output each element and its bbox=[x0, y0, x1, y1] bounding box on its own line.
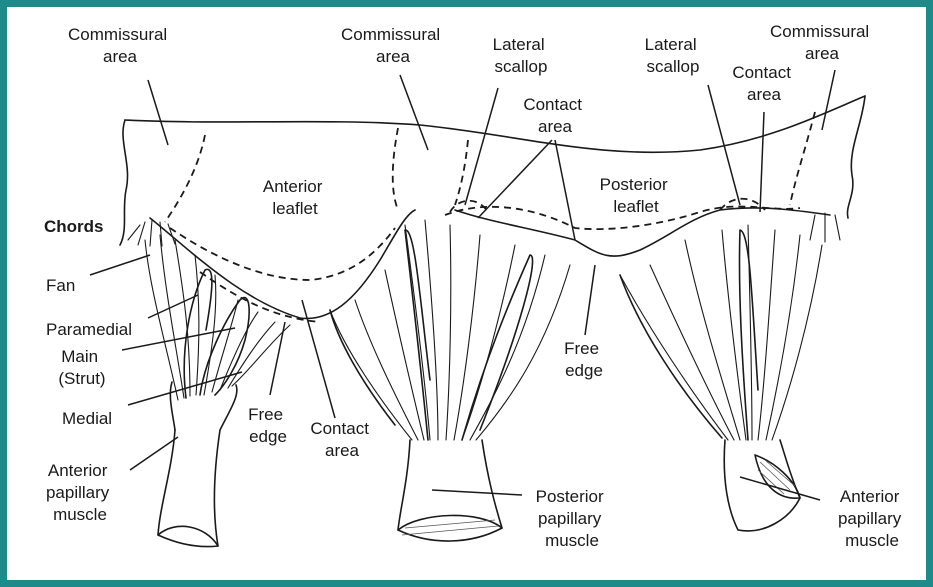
center-papillary-cap bbox=[398, 515, 502, 530]
right-commissure-flap bbox=[847, 96, 865, 218]
label-medial: Medial bbox=[62, 409, 112, 428]
label-lateral-scallop-right: Lateral scallop bbox=[645, 35, 702, 76]
label-free-edge-center: Free edge bbox=[564, 339, 604, 380]
leader-lateral-scallop-right bbox=[708, 85, 740, 205]
label-lateral-scallop-center: Lateral scallop bbox=[493, 35, 550, 76]
annulus-line bbox=[125, 96, 865, 152]
label-posterior-leaflet: Posterior leaflet bbox=[600, 175, 673, 216]
center-papillary-muscle bbox=[330, 220, 570, 541]
label-posterior-papillary: Posterior papillary muscle bbox=[536, 487, 609, 550]
label-fan: Fan bbox=[46, 276, 75, 295]
left-commissure-boundary bbox=[165, 135, 205, 222]
label-commissural-right: Commissural area bbox=[770, 22, 874, 63]
leader-contact-area-top-center-2 bbox=[555, 140, 575, 240]
label-anterior-leaflet: Anterior leaflet bbox=[263, 177, 327, 218]
label-contact-area-bottom: Contact area bbox=[310, 419, 373, 460]
label-anterior-papillary-right: Anterior papillary muscle bbox=[838, 487, 906, 550]
label-anterior-papillary-left: Anterior papillary muscle bbox=[46, 461, 114, 524]
right-papillary-body bbox=[724, 440, 800, 531]
label-commissural-center: Commissural area bbox=[341, 25, 445, 66]
center-commissure-boundary bbox=[393, 128, 398, 210]
left-papillary-body bbox=[158, 385, 237, 547]
left-commissure-flap bbox=[120, 120, 128, 245]
leader-free-edge-center bbox=[585, 265, 595, 335]
label-paramedial: Paramedial bbox=[46, 320, 132, 339]
leader-posterior-papillary bbox=[432, 490, 522, 495]
leader-contact-area-top-right bbox=[760, 112, 764, 212]
leader-free-edge-left bbox=[270, 322, 285, 395]
valve-leaflets bbox=[120, 96, 865, 322]
left-papillary-cap bbox=[158, 526, 218, 546]
label-main-strut: Main (Strut) bbox=[58, 347, 105, 388]
leader-lateral-scallop-center bbox=[465, 88, 498, 205]
center-commissure-boundary-2 bbox=[455, 140, 468, 205]
label-chords: Chords bbox=[44, 217, 104, 236]
anterior-contact-line-lower bbox=[200, 272, 320, 322]
right-papillary-muscle bbox=[620, 213, 840, 531]
leader-contact-area-top-center bbox=[478, 140, 552, 218]
label-contact-area-top-right: Contact area bbox=[732, 63, 795, 104]
label-contact-area-top-center: Contact area bbox=[523, 95, 586, 136]
leader-commissural-right bbox=[822, 70, 835, 130]
label-commissural-left: Commissural area bbox=[68, 25, 172, 66]
leader-commissural-left bbox=[148, 80, 168, 145]
label-free-edge-left: Free edge bbox=[248, 405, 288, 446]
leader-commissural-center bbox=[400, 75, 428, 150]
anterior-leaflet-edge bbox=[150, 210, 415, 318]
left-papillary-muscle bbox=[128, 220, 290, 547]
leader-fan bbox=[90, 255, 150, 275]
